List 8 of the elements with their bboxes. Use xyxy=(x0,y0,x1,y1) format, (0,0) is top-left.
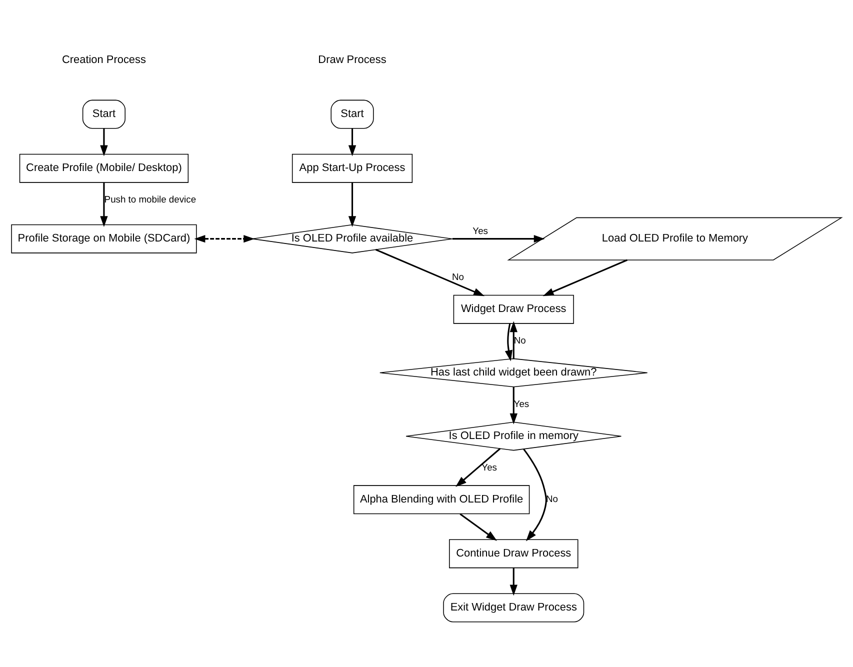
edge-label: Yes xyxy=(482,460,497,472)
label: Draw Process xyxy=(318,54,386,66)
edge-label: No xyxy=(514,334,526,345)
edge-label: Push to mobile device xyxy=(104,192,196,204)
edge-label: Yes xyxy=(472,224,488,236)
edge-label: No xyxy=(546,492,558,504)
edge-label: No xyxy=(452,270,464,282)
label: Creation Process xyxy=(62,54,146,66)
